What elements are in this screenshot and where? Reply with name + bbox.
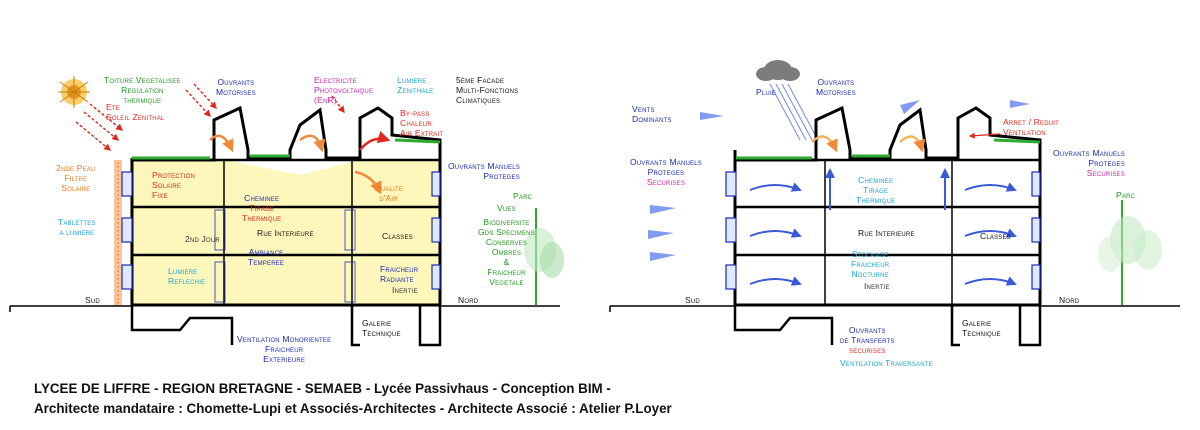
second-skin bbox=[114, 160, 122, 306]
left-glazing bbox=[121, 171, 441, 290]
label-parc-right: Parc bbox=[1116, 190, 1136, 200]
label-rue-interieure-right: Rue Interieure bbox=[858, 228, 915, 238]
right-green-roofs bbox=[736, 138, 1041, 160]
label-galerie-right: Galerie Technique bbox=[962, 318, 1001, 338]
rain-lines bbox=[769, 83, 819, 141]
warm-air-flows bbox=[209, 131, 391, 195]
warm-exhaust-flows bbox=[811, 135, 926, 153]
label-transferts: Ouvrants de Transferts securises bbox=[840, 325, 895, 355]
label-ouvrants-manuels-sud: Ouvrants Manuels Proteges Securises bbox=[630, 157, 702, 187]
right-building bbox=[733, 105, 1042, 347]
label-biodiversite: Biodiversite Gds Specimens Conserves Omb… bbox=[478, 217, 535, 287]
caption-line-2: Architecte mandataire : Chomette-Lupi et… bbox=[34, 401, 672, 416]
label-ete: Ete Soleil Zenithal bbox=[106, 102, 165, 122]
label-cinquieme-facade: 5ème Facade Multi-Fonctions Climatiques bbox=[456, 75, 519, 105]
label-arret: Arret / Reduit Ventilation bbox=[1003, 117, 1060, 137]
arret-pointer bbox=[968, 132, 1001, 139]
left-section bbox=[9, 76, 564, 347]
label-bypass: By-pass Chaleur Air Extrait bbox=[400, 108, 444, 138]
label-protection: Protection Solaire Fixe bbox=[152, 170, 196, 200]
label-rue-interieure: Rue Interieure bbox=[257, 228, 314, 238]
left-building bbox=[130, 105, 442, 347]
label-ouvrants-motorises: Ouvrants Motorises bbox=[216, 77, 256, 97]
ground-line bbox=[9, 305, 560, 312]
project-caption: LYCEE DE LIFFRE - REGION BRETAGNE - SEMA… bbox=[34, 379, 672, 419]
label-ouvrants-motorises-right: Ouvrants Motorises bbox=[816, 77, 856, 97]
caption-line-1: LYCEE DE LIFFRE - REGION BRETAGNE - SEMA… bbox=[34, 381, 611, 396]
label-classes-right: Classes bbox=[980, 231, 1011, 241]
label-inertie-left: Inertie bbox=[392, 285, 418, 295]
sun-zone bbox=[130, 160, 440, 305]
label-ouvrants-manuels-nord: Ouvrants Manuels Proteges Securises bbox=[1053, 148, 1125, 178]
label-classes: Classes bbox=[382, 231, 413, 241]
label-vents: Vents Dominants bbox=[632, 104, 672, 124]
label-cheminee: Cheminee Tirage Thermique bbox=[242, 193, 282, 223]
label-second-jour: 2nd Jour bbox=[185, 234, 220, 244]
label-fraicheur-radiante: Fraicheur Radiante bbox=[380, 264, 419, 284]
label-cheminee-right: Cheminee Tirage Thermique bbox=[856, 175, 896, 205]
left-interior-glazing bbox=[214, 209, 356, 303]
cloud-icon bbox=[756, 60, 800, 81]
label-lumiere-zenithale: Lumiere Zenithale bbox=[397, 75, 434, 95]
right-park-tree bbox=[1098, 200, 1162, 305]
label-ambiance: Ambiance Temperee bbox=[248, 247, 285, 267]
label-nord-left: Nord bbox=[458, 295, 479, 305]
label-vues: Vues bbox=[497, 203, 516, 213]
label-inertie-right: Inertie bbox=[864, 281, 890, 291]
label-pluie: Pluie bbox=[756, 87, 777, 97]
label-ventilation-traversante: Ventilation Traversante bbox=[840, 358, 933, 368]
label-sud-right: Sud bbox=[685, 295, 700, 305]
label-nord-right: Nord bbox=[1059, 295, 1080, 305]
label-galerie-left: Galerie Technique bbox=[362, 318, 401, 338]
label-toiture: Toiture Vegetalisee Regulation thermique bbox=[104, 75, 181, 105]
label-ventilation-mono: Ventilation Monorientee Fraicheur Exteri… bbox=[237, 334, 332, 364]
label-ouvrants-manuels: Ouvrants Manuels Proteges bbox=[448, 161, 520, 181]
label-tablettes: Tablettes a lumiere bbox=[58, 217, 96, 237]
park-tree bbox=[524, 208, 564, 305]
right-section bbox=[609, 42, 1180, 347]
sun-icon bbox=[58, 76, 90, 108]
label-parc: Parc bbox=[513, 191, 533, 201]
label-sud-left: Sud bbox=[85, 295, 100, 305]
label-electricite: Electricite Photovoltaique (EnR) bbox=[314, 75, 374, 105]
cool-air-flows bbox=[749, 168, 1017, 286]
label-seconde-peau: 2nde Peau Filtre Solaire bbox=[56, 163, 96, 193]
label-qualite-air: Qualite d'Air bbox=[374, 183, 404, 203]
moon-icon bbox=[1088, 42, 1136, 114]
sun-rays bbox=[75, 83, 345, 151]
wind-arrows bbox=[648, 100, 1030, 261]
label-stockage: Stockage Fraicheur Nocturne bbox=[851, 249, 890, 279]
right-glazing bbox=[725, 171, 1041, 290]
label-lumiere-reflechie: Lumiere Reflechie bbox=[168, 266, 206, 286]
green-roofs bbox=[132, 138, 441, 160]
right-ground-line bbox=[609, 305, 1180, 312]
